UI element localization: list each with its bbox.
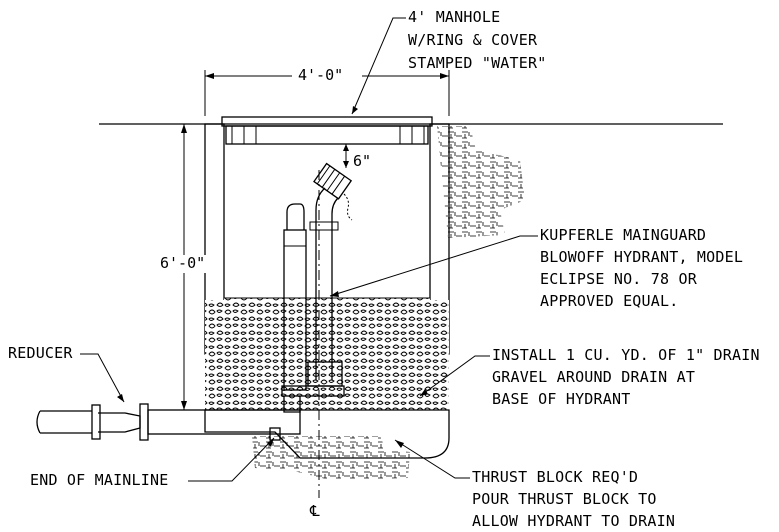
manhole-callout: 4' MANHOLE W/RING & COVER STAMPED "WATER… [408, 8, 546, 72]
hydrant-base [281, 385, 345, 397]
mainline-flange [139, 403, 149, 441]
reducer-callout: REDUCER [8, 344, 73, 362]
end-of-mainline-leader [188, 437, 275, 482]
manhole-leader-arrow [352, 106, 358, 114]
reducer-leader [80, 353, 125, 403]
reducer-leader-arrow [117, 394, 124, 402]
pipe-break [36, 410, 41, 434]
blowoff-pipe-outer [315, 187, 326, 380]
blowoff-coupling [309, 221, 339, 231]
width-dimension-label: 4'-0" [298, 66, 343, 84]
gravel-leader [419, 355, 490, 397]
reducer-fitting [98, 412, 141, 433]
centerline-symbol: ℄ [309, 502, 320, 520]
nozzle-cap [313, 162, 353, 200]
depth-label-bg [160, 255, 208, 273]
manhole-ring [225, 125, 429, 145]
mainline-pipe [147, 409, 301, 435]
thrust-block [204, 409, 450, 459]
hydrant-callout: KUPFERLE MAINGUARD BLOWOFF HYDRANT, MODE… [540, 226, 752, 310]
clearance-arrows [343, 144, 349, 168]
thrust-block-callout: THRUST BLOCK REQ'D POUR THRUST BLOCK TO … [472, 468, 675, 530]
hydrant-leader [329, 235, 538, 297]
blowoff-pipe-inner [331, 197, 339, 380]
cap-chain [343, 193, 353, 221]
mainline-end-cap [269, 427, 281, 441]
width-label-bg [292, 66, 362, 84]
end-of-mainline-callout: END OF MAINLINE [30, 471, 168, 489]
riser-cap [286, 203, 305, 230]
clearance-dimension-label: 6" [353, 152, 371, 170]
ring-bolts [231, 126, 425, 144]
reducer-flange [91, 404, 101, 440]
thrust-leader-arrow [395, 440, 404, 448]
thrust-leader [394, 439, 470, 479]
gravel-callout: INSTALL 1 CU. YD. OF 1" DRAIN GRAVEL ARO… [492, 346, 769, 408]
manhole-leader [351, 17, 406, 115]
soil-hatch-right [437, 126, 525, 238]
end-of-mainline-leader-arrow [267, 438, 274, 447]
depth-dimension-label: 6'-0" [160, 254, 205, 272]
hydrant-leader-arrow [330, 291, 339, 297]
base-elbow [283, 396, 301, 413]
main-supply-pipe [40, 410, 92, 434]
gravel-bed [224, 298, 430, 410]
gravel-leader-arrow [420, 389, 428, 396]
hydrant-riser [283, 229, 307, 391]
